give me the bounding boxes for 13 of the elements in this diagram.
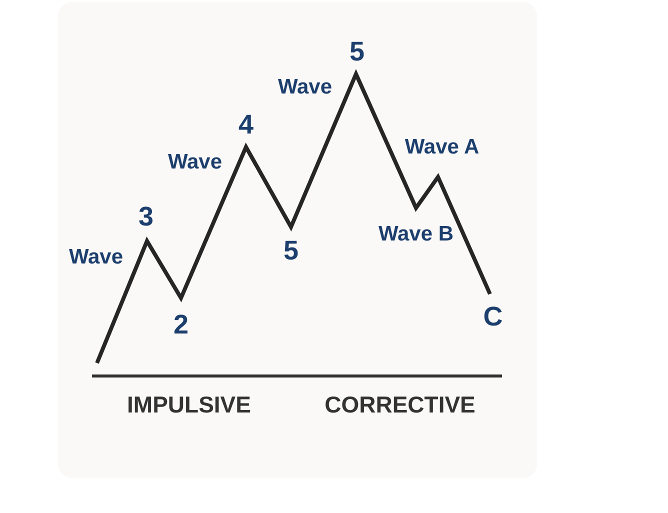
- wave-label: Wave: [168, 152, 222, 172]
- wave-number: 5: [283, 238, 299, 264]
- phase-label: IMPULSIVE: [127, 394, 251, 416]
- wave-number: 2: [173, 312, 189, 338]
- wave-number: 3: [138, 204, 154, 230]
- wave-number: 4: [238, 112, 254, 138]
- wave-label: Wave: [68, 246, 124, 268]
- wave-label: Wave B: [378, 224, 454, 244]
- wave-label: Wave A: [404, 136, 480, 158]
- wave-label: Wave: [278, 76, 332, 98]
- phase-label: CORRECTIVE: [324, 394, 476, 416]
- wave-letter: C: [483, 304, 503, 330]
- wave-number: 5: [349, 38, 365, 66]
